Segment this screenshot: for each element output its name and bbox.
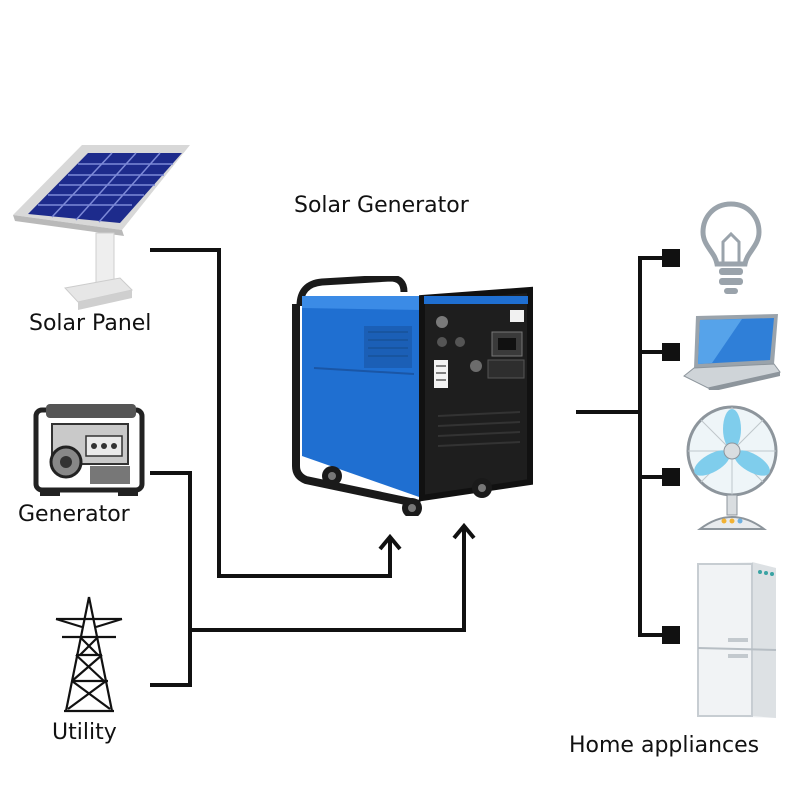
refrigerator-icon [697,562,777,718]
laptop-icon [683,314,781,390]
generator-label: Generator [18,502,130,527]
portable-power-station-icon [292,276,533,516]
electric-fan-icon [686,405,778,530]
solar-panel-wire [150,248,392,578]
terminal-laptop [662,343,680,361]
home-appliances-label: Home appliances [569,733,760,758]
power-tower-icon [55,596,123,713]
gas-generator-icon [33,404,145,496]
terminal-fridge [662,626,680,644]
terminal-fan [662,468,680,486]
solar-generator-label: Solar Generator [294,193,469,218]
solar-panel-label: Solar Panel [29,311,152,336]
arrow-head-solar [378,533,402,551]
light-bulb-icon [700,201,762,294]
arrow-head-utility [452,522,476,540]
solar-panel-icon [13,145,190,310]
terminal-bulb [662,249,680,267]
generator-wire [150,471,192,687]
utility-wire [188,526,466,632]
utility-label: Utility [52,720,117,745]
